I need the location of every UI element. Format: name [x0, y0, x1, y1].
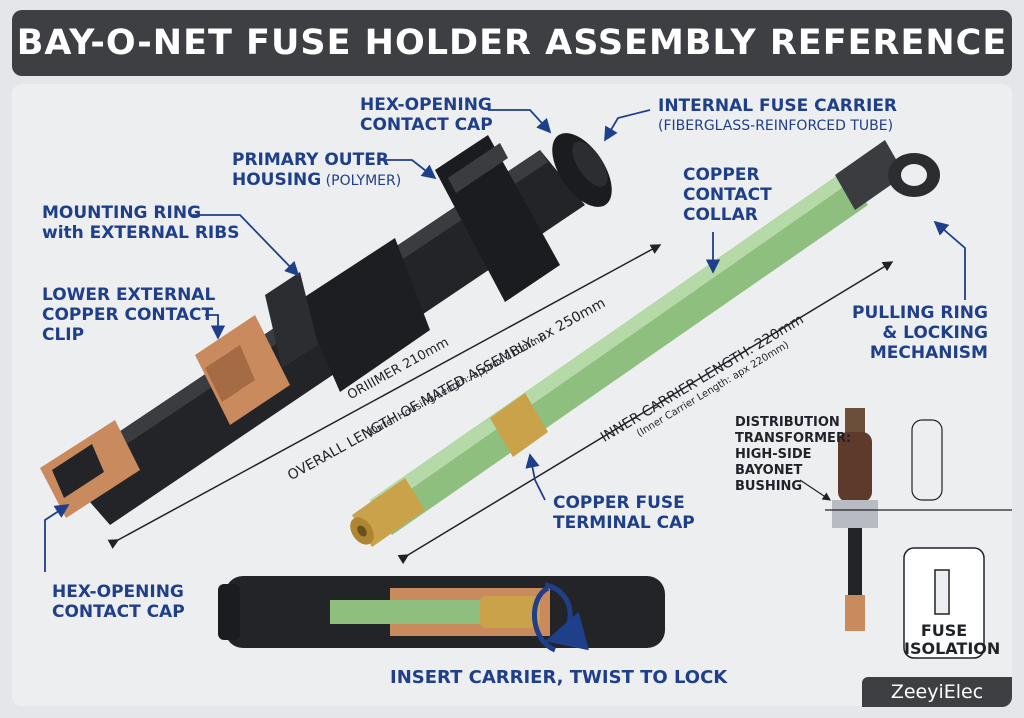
pulling-ring	[835, 140, 940, 210]
hex-contact-cap-top	[552, 133, 612, 207]
label-transformer: DISTRIBUTION TRANSFORMER: HIGH-SIDE BAYO…	[735, 415, 851, 495]
label-hex-cap-top: HEX-OPENING CONTACT CAP	[360, 95, 493, 135]
label-line: DISTRIBUTION	[735, 415, 840, 430]
label-line: & LOCKING	[882, 323, 988, 343]
label-terminal-cap: COPPER FUSE TERMINAL CAP	[553, 493, 695, 533]
label-line: CONTACT CAP	[360, 115, 493, 135]
label-line: PULLING RING	[852, 303, 988, 323]
inner-dimension-line	[397, 261, 894, 565]
label-copper-collar: COPPER CONTACT COLLAR	[683, 165, 772, 225]
label-line: CONTACT	[683, 185, 772, 205]
label-line: with EXTERNAL RIBS	[42, 223, 240, 243]
label-line: CLIP	[42, 325, 85, 345]
label-line: FUSE	[920, 621, 968, 640]
label-line: TERMINAL CAP	[553, 513, 695, 533]
label-line: MOUNTING RING	[42, 203, 202, 223]
transformer-bushing-inset	[825, 408, 1012, 659]
transformer-leader	[799, 479, 831, 501]
label-line: HOUSING	[232, 170, 322, 190]
watermark: ZeeyiElec	[862, 677, 1012, 707]
label-lower-clip: LOWER EXTERNAL COPPER CONTACT CLIP	[42, 285, 215, 345]
label-line: BAYONET	[735, 463, 803, 478]
label-fuse-isolation: FUSE ISOLATION	[904, 621, 1001, 658]
label-line: INTERNAL FUSE CARRIER	[658, 96, 898, 116]
label-line: COPPER CONTACT	[42, 305, 214, 325]
label-line: PRIMARY OUTER	[232, 150, 389, 170]
label-insert-twist: INSERT CARRIER, TWIST TO LOCK	[390, 667, 728, 688]
label-line: COPPER FUSE	[553, 493, 685, 513]
label-mounting-ring: MOUNTING RING with EXTERNAL RIBS	[42, 203, 239, 243]
label-line: CONTACT CAP	[52, 602, 185, 622]
label-hex-cap-bottom: HEX-OPENING CONTACT CAP	[52, 582, 185, 622]
label-line: HIGH-SIDE	[735, 447, 812, 462]
label-sub: (POLYMER)	[321, 173, 402, 189]
label-pulling-ring: PULLING RING & LOCKING MECHANISM	[852, 303, 988, 363]
label-line: HEX-OPENING	[360, 95, 492, 115]
label-fuse-carrier: INTERNAL FUSE CARRIER (FIBERGLASS-REINFO…	[658, 96, 897, 136]
leader-lines	[44, 109, 966, 572]
label-line: ISOLATION	[904, 639, 1001, 658]
label-line: TRANSFORMER:	[735, 431, 852, 446]
label-line: BUSHING	[735, 479, 803, 494]
label-outer-housing: PRIMARY OUTER HOUSING (POLYMER)	[232, 150, 401, 191]
label-line: COLLAR	[683, 205, 758, 225]
label-line: MECHANISM	[869, 343, 988, 363]
insert-twist-inset	[218, 576, 665, 653]
label-line: COPPER	[683, 165, 760, 185]
title-bar: BAY-O-NET FUSE HOLDER ASSEMBLY REFERENCE	[12, 10, 1012, 76]
page-title: BAY-O-NET FUSE HOLDER ASSEMBLY REFERENCE	[16, 23, 1008, 63]
label-line: HEX-OPENING	[52, 582, 184, 602]
label-sub: (FIBERGLASS-REINFORCED TUBE)	[658, 118, 894, 134]
label-line: LOWER EXTERNAL	[42, 285, 216, 305]
